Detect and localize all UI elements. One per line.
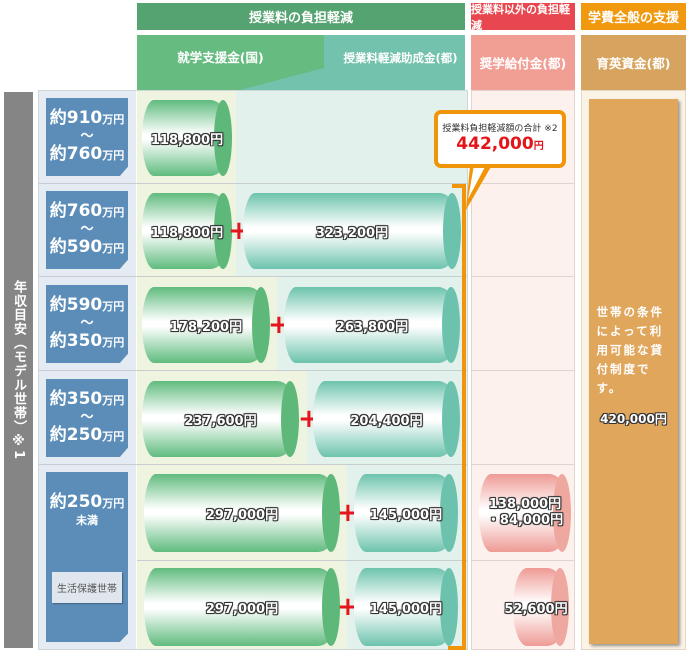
grant-amount-alt: ・84,000円 bbox=[486, 513, 564, 528]
fund-description: 世帯の条件によって利用可能な貸付制度です。 bbox=[596, 304, 664, 395]
national-amount: 297,000円 bbox=[205, 507, 279, 523]
fund-amount: 420,000円 bbox=[600, 411, 667, 426]
tilde: ～ bbox=[80, 129, 94, 144]
row-divider bbox=[137, 560, 467, 561]
tilde: ～ bbox=[80, 316, 94, 331]
national-amount: 118,800円 bbox=[150, 225, 224, 241]
grant-cylinder-cap bbox=[551, 568, 569, 646]
row-divider bbox=[472, 370, 574, 371]
subheader-scholarship-fund: 育英資金(都) bbox=[581, 35, 686, 90]
income-top: 約590 bbox=[49, 295, 103, 315]
national-amount: 237,600円 bbox=[184, 413, 257, 429]
income-unit: 万円 bbox=[102, 149, 125, 162]
row-divider bbox=[39, 276, 467, 277]
income-top: 約350 bbox=[49, 389, 103, 409]
subsidy-amount: 145,000円 bbox=[369, 507, 443, 523]
callout-value: 442,000円 bbox=[456, 134, 543, 157]
callout-unit: 円 bbox=[533, 141, 544, 152]
grant-amount: 138,000円 bbox=[488, 497, 562, 512]
income-box-760-590: 約760万円 ～ 約590万円 bbox=[46, 191, 128, 269]
income-top: 約910 bbox=[49, 108, 103, 128]
header-general-support: 学費全般の支援 bbox=[581, 3, 686, 30]
income-unit: 万円 bbox=[102, 336, 125, 349]
income-bottom: 約350 bbox=[49, 331, 103, 351]
row-divider bbox=[472, 276, 574, 277]
subsidy-amount: 145,000円 bbox=[369, 601, 443, 617]
total-bracket bbox=[462, 184, 466, 650]
row-divider bbox=[39, 370, 467, 371]
income-box-under-250: 約250万円 未満 生活保護世帯 bbox=[46, 472, 128, 642]
subsidy-amount: 204,400円 bbox=[350, 413, 423, 429]
income-unit: 万円 bbox=[102, 497, 125, 510]
income-box-910-760: 約910万円 ～ 約760万円 bbox=[46, 98, 128, 176]
callout-title: 授業料負担軽減額の合計 ※2 bbox=[442, 124, 558, 134]
plus-icon: + bbox=[337, 498, 359, 528]
national-support-cylinder: 237,600円 bbox=[142, 381, 299, 457]
income-unit: 万円 bbox=[102, 206, 125, 219]
total-bracket-bottom bbox=[448, 646, 466, 650]
national-amount: 178,200円 bbox=[169, 319, 243, 335]
subsidy-amount: 323,200円 bbox=[315, 225, 389, 241]
income-unit: 万円 bbox=[102, 242, 125, 255]
income-note: 未満 bbox=[76, 514, 98, 527]
national-support-cylinder: 297,000円 bbox=[144, 474, 340, 552]
income-bottom: 約590 bbox=[49, 237, 103, 257]
header-non-tuition-reduction: 授業料以外の負担軽減 bbox=[471, 3, 575, 32]
subsidy-bg-row1 bbox=[236, 91, 467, 183]
income-unit: 万円 bbox=[102, 113, 125, 126]
income-top: 約250 bbox=[49, 492, 103, 512]
row-divider bbox=[472, 464, 574, 465]
total-callout: 授業料負担軽減額の合計 ※2 442,000円 bbox=[434, 110, 566, 168]
income-box-350-250: 約350万円 ～ 約250万円 bbox=[46, 379, 128, 457]
subheader-tuition-subsidy: 授業料軽減助成金(都) bbox=[343, 50, 458, 65]
income-unit: 万円 bbox=[102, 300, 125, 313]
national-support-cylinder: 297,000円 bbox=[144, 568, 340, 646]
tilde: ～ bbox=[80, 410, 94, 425]
tilde: ～ bbox=[80, 222, 94, 237]
income-bottom: 約760 bbox=[49, 144, 103, 164]
subheader-scholarship-grant: 奨学給付金(都) bbox=[471, 35, 575, 90]
national-support-cylinder: 118,800円 bbox=[142, 193, 232, 269]
subsidy-cylinder: 263,800円 bbox=[284, 287, 460, 363]
welfare-household-label: 生活保護世帯 bbox=[52, 572, 122, 603]
row-divider bbox=[39, 183, 467, 184]
header-tuition-reduction: 授業料の負担軽減 bbox=[137, 3, 465, 30]
income-top: 約760 bbox=[49, 201, 103, 221]
row-divider bbox=[472, 183, 574, 184]
income-unit: 万円 bbox=[102, 430, 125, 443]
subsidy-cylinder: 204,400円 bbox=[313, 381, 460, 457]
national-amount: 118,800円 bbox=[150, 132, 224, 148]
subsidy-amount: 263,800円 bbox=[335, 319, 409, 335]
national-support-cylinder: 178,200円 bbox=[142, 287, 270, 363]
row-divider bbox=[39, 464, 467, 465]
income-box-590-350: 約590万円 ～ 約350万円 bbox=[46, 285, 128, 363]
income-unit: 万円 bbox=[102, 394, 125, 407]
total-bracket-top bbox=[452, 184, 465, 188]
subsidy-cylinder: 145,000円 bbox=[354, 474, 458, 552]
row-divider bbox=[472, 560, 574, 561]
income-axis-label: 年収目安（モデル世帯）※1 bbox=[4, 92, 33, 648]
subsidy-cylinder: 145,000円 bbox=[354, 568, 458, 646]
grant-amount-text: 52,600円 bbox=[504, 601, 568, 617]
callout-pointer bbox=[466, 165, 492, 210]
grant-amount: 52,600円 bbox=[500, 596, 572, 618]
subsidy-cylinder: 323,200円 bbox=[243, 193, 461, 269]
national-amount: 297,000円 bbox=[205, 601, 279, 617]
fund-box: 世帯の条件によって利用可能な貸付制度です。 420,000円 bbox=[589, 99, 678, 644]
callout-number: 442,000 bbox=[456, 134, 534, 154]
grant-cylinder: 138,000円・84,000円 bbox=[479, 474, 571, 552]
income-bottom: 約250 bbox=[49, 425, 103, 445]
plus-icon: + bbox=[337, 592, 359, 622]
national-support-cylinder: 118,800円 bbox=[142, 100, 232, 176]
